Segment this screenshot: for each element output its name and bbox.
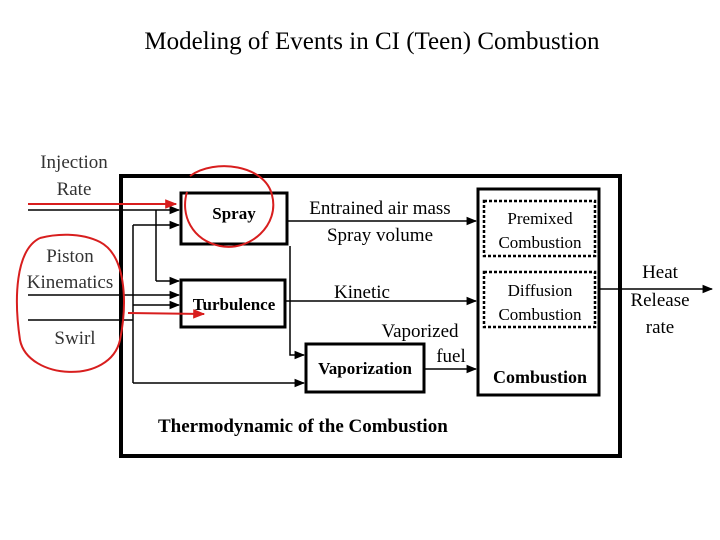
flow-spray-volume: Spray volume — [327, 225, 433, 246]
input-swirl: Swirl — [54, 328, 95, 349]
combustion-block — [476, 187, 601, 397]
flow-vaporized-line1: Vaporized — [381, 321, 459, 342]
slide-title: Modeling of Events in CI (Teen) Combusti… — [144, 28, 600, 55]
input-injection-rate-line1: Injection — [40, 152, 108, 173]
spray-label: Spray — [212, 204, 256, 223]
turbulence-label: Turbulence — [193, 295, 276, 314]
output-line3: rate — [646, 317, 674, 338]
vaporization-label: Vaporization — [318, 359, 412, 378]
spray-circle-annotation — [184, 165, 275, 248]
input-piston-kinematics-line1: Piston — [46, 246, 94, 267]
diffusion-line1: Diffusion — [508, 281, 573, 300]
turbulence-block — [179, 278, 287, 329]
premixed-combustion-box — [482, 199, 597, 258]
diffusion-line2: Combustion — [498, 305, 582, 324]
combustion-label: Combustion — [493, 367, 587, 387]
premixed-line2: Combustion — [498, 233, 582, 252]
turbulence-red-arrow — [127, 309, 206, 319]
vaporization-block — [304, 342, 426, 394]
spray-block — [179, 191, 289, 246]
input-piston-kinematics-line2: Kinematics — [27, 272, 114, 293]
spray-to-vapor-arrow — [289, 246, 306, 360]
input-injection-rate-line2: Rate — [57, 179, 92, 200]
premixed-line1: Premixed — [507, 209, 573, 228]
diffusion-combustion-box — [482, 270, 597, 329]
thermodynamic-label: Thermodynamic of the Combustion — [158, 416, 448, 437]
red-annotations — [15, 165, 275, 373]
output-line1: Heat — [642, 262, 679, 283]
output-line2: Release — [630, 290, 689, 311]
inputs-ellipse-annotation — [15, 233, 125, 373]
flow-kinetic: Kinetic — [334, 282, 390, 303]
flow-vaporized-line2: fuel — [436, 346, 466, 367]
outer-frame — [119, 174, 622, 458]
flow-entrained-air-mass: Entrained air mass — [309, 198, 450, 219]
